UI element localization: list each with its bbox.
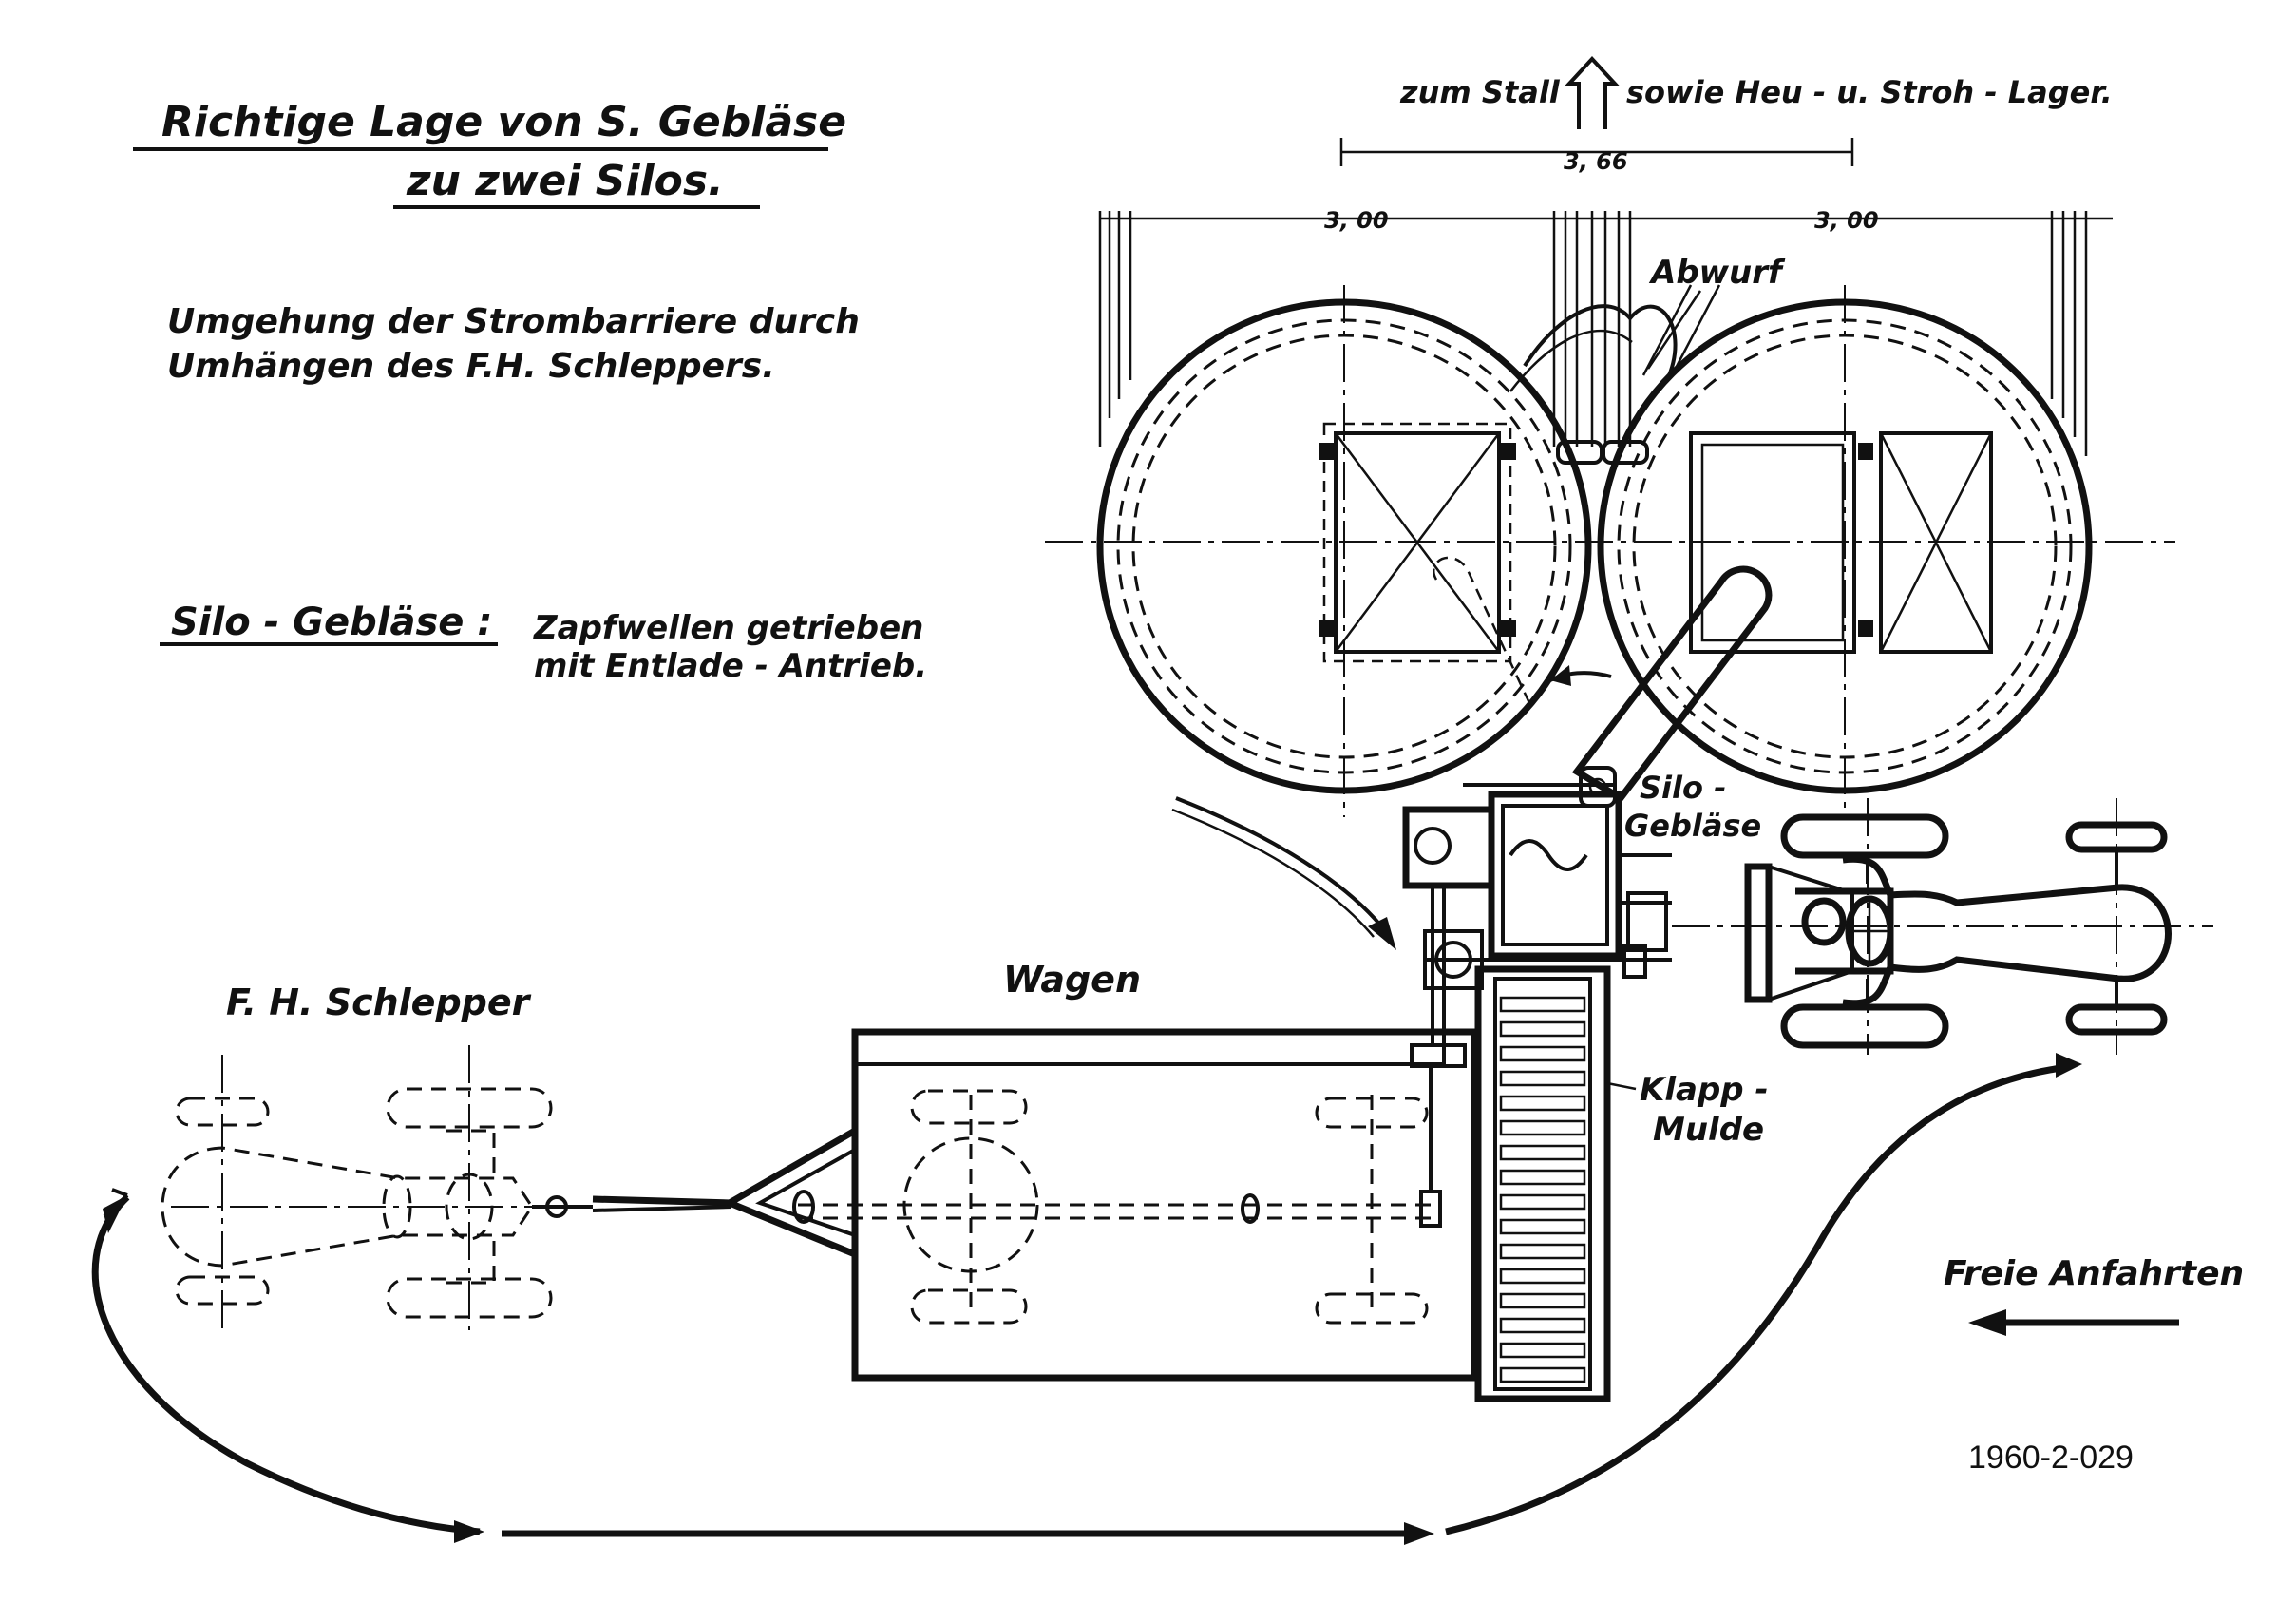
conveyor-rung <box>1499 1020 1586 1038</box>
label-klapp-1: Klapp - <box>1640 1071 1769 1109</box>
silo-blower-machine: Silo - Gebläse <box>1402 766 1761 1068</box>
blower-pipe <box>1433 556 1773 803</box>
blower-description-line-2: mit Entlade - Antrieb. <box>534 647 927 685</box>
archive-number: 1960-2-029 <box>1968 1440 2134 1476</box>
direction-right-text: sowie Heu - u. Stroh - Lager. <box>1626 74 2113 110</box>
conveyor-rung <box>1499 1193 1586 1211</box>
subtitle-line-2: Umhängen des F.H. Schleppers. <box>167 347 775 386</box>
label-silo-geblaese-1: Silo - <box>1640 770 1726 806</box>
dimension-right: 3, 00 <box>1814 207 1879 234</box>
tractor-left-dashed: F. H. Schlepper <box>161 982 593 1330</box>
title-block: Richtige Lage von S. Gebläse zu zwei Sil… <box>133 98 927 685</box>
conveyor-rung <box>1499 1268 1586 1285</box>
conveyor-rung <box>1499 1144 1586 1161</box>
label-wagen: Wagen <box>1003 959 1141 1001</box>
label-freie-anfahrten: Freie Anfahrten <box>1944 1254 2244 1293</box>
route-path <box>91 1053 2082 1545</box>
dimension-lines: 3, 66 3, 00 3, 00 <box>1098 138 2113 456</box>
conveyor-rung <box>1499 1292 1586 1309</box>
tractor-right <box>1672 798 2213 1055</box>
subtitle-line-1: Umgehung der Strombarriere durch <box>167 302 860 341</box>
conveyor-rung <box>1499 1070 1586 1087</box>
conveyor-rung <box>1499 1119 1586 1136</box>
label-silo-geblaese-2: Gebläse <box>1624 808 1761 844</box>
title-line-1: Richtige Lage von S. Gebläse <box>161 98 846 146</box>
left-arrow-icon <box>1968 1309 2179 1336</box>
conveyor-rung <box>1499 1366 1586 1383</box>
blower-heading: Silo - Gebläse : <box>171 601 492 644</box>
curved-arrow-icon <box>1171 796 1396 950</box>
center-lines <box>1045 285 2175 817</box>
label-schlepper: F. H. Schlepper <box>226 982 532 1023</box>
klapp-mulde-conveyor: Klapp - Mulde <box>1474 965 1769 1402</box>
direction-label: zum Stall sowie Heu - u. Stroh - Lager. <box>1399 56 2113 129</box>
free-access-label: Freie Anfahrten <box>1944 1254 2244 1336</box>
dimension-left: 3, 00 <box>1324 207 1389 234</box>
conveyor-rungs <box>1499 996 1586 1383</box>
conveyor-rung <box>1499 1342 1586 1359</box>
conveyor-rung <box>1499 1218 1586 1235</box>
conveyor-rung <box>1499 1095 1586 1112</box>
dimension-total: 3, 66 <box>1564 148 1628 175</box>
conveyor-rung <box>1499 1243 1586 1260</box>
conveyor-rung <box>1499 996 1586 1013</box>
abwurf-hood: Abwurf <box>1509 254 1786 465</box>
conveyor-rung <box>1499 1045 1586 1062</box>
up-arrow-icon <box>1565 56 1620 129</box>
conveyor-rung <box>1499 1169 1586 1186</box>
wagon: Wagen <box>592 959 1478 1382</box>
label-klapp-2: Mulde <box>1653 1111 1764 1149</box>
label-abwurf: Abwurf <box>1648 254 1786 292</box>
title-line-2: zu zwei Silos. <box>406 157 724 205</box>
conveyor-rung <box>1499 1317 1586 1334</box>
blower-description-line-1: Zapfwellen getrieben <box>533 609 923 647</box>
direction-left-text: zum Stall <box>1399 74 1561 110</box>
